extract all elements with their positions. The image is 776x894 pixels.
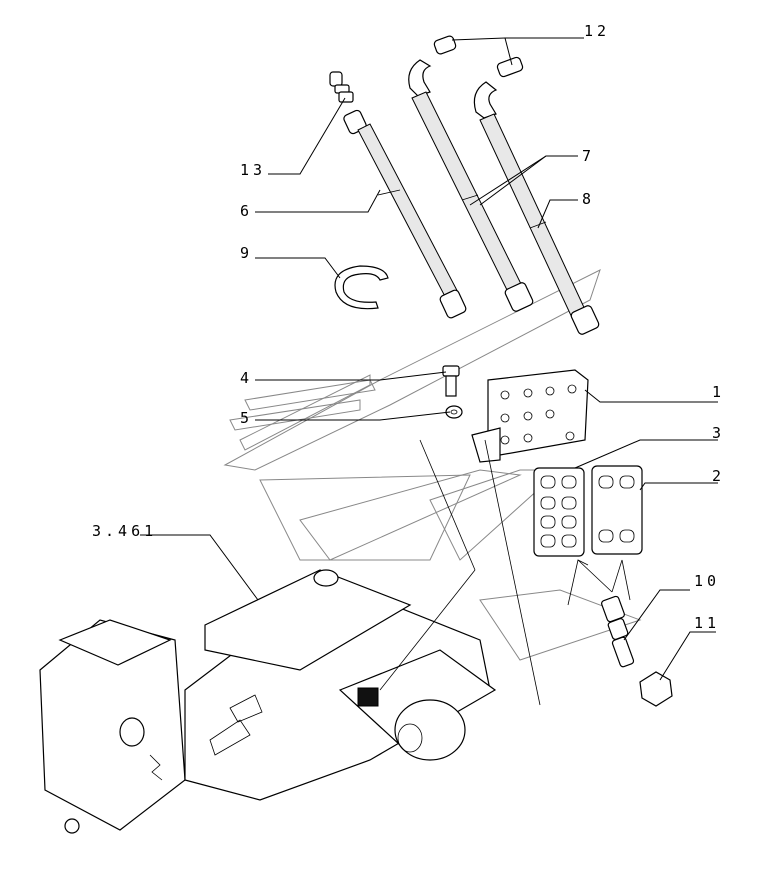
callout-4: 4	[240, 369, 253, 387]
clamp-9	[334, 265, 389, 310]
callout-7: 7	[582, 147, 595, 165]
callout-2: 2	[712, 467, 725, 485]
callout-12: 12	[584, 22, 610, 40]
tractor-frame	[39, 569, 497, 834]
bolt-4	[442, 365, 460, 397]
callout-13: 13	[240, 161, 266, 179]
callout-labels: 1 2 3 4 5 6 7 8 9 10 11 12 13 3.461	[92, 22, 725, 632]
watermark-logo	[223, 269, 642, 661]
leader-lines	[140, 37, 718, 681]
hose-7	[408, 59, 534, 312]
callout-10: 10	[694, 572, 720, 590]
callout-5: 5	[240, 409, 253, 427]
callout-9: 9	[240, 244, 253, 262]
fitting-13	[329, 71, 354, 103]
plate-2	[591, 465, 643, 555]
callout-11: 11	[694, 614, 720, 632]
fitting-12	[433, 35, 524, 78]
fitting-10	[601, 595, 635, 668]
callout-1: 1	[712, 383, 725, 401]
callout-3-461: 3.461	[92, 522, 157, 540]
callout-6: 6	[240, 202, 253, 220]
hose-6	[343, 109, 467, 319]
plate-3	[533, 467, 585, 557]
connection-lines	[379, 439, 631, 706]
bracket-1	[471, 369, 589, 463]
hose-8	[473, 81, 600, 335]
nut-11	[639, 671, 673, 707]
callout-8: 8	[582, 190, 595, 208]
callout-3: 3	[712, 424, 725, 442]
